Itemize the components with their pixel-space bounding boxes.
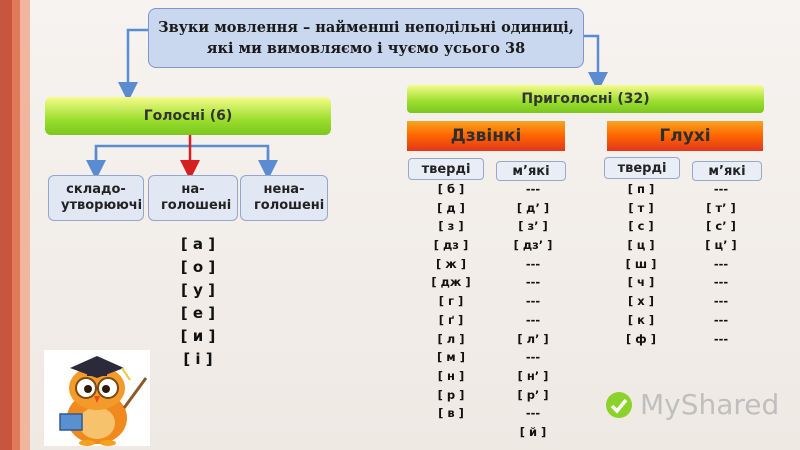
consonant-sound: --- xyxy=(525,256,541,271)
consonant-sound: [ м ] xyxy=(437,350,465,365)
consonant-sound: [ п ] xyxy=(627,182,655,196)
consonant-sound: --- xyxy=(713,312,729,327)
consonant-sound: [ г ] xyxy=(438,294,464,309)
consonant-sound: [ с’ ] xyxy=(706,219,736,234)
consonant-sound: --- xyxy=(525,294,541,309)
slide-background xyxy=(30,0,800,450)
vowel-type-label: складо-утворюючі xyxy=(61,182,143,213)
consonant-sound: [ ц ] xyxy=(627,238,655,253)
voiced-soft-header: м’які xyxy=(496,161,566,181)
vowels-header: Голосні (6) xyxy=(45,97,331,135)
vowel-type-stressed: на-голошені xyxy=(148,175,238,221)
vowel-sound: [ і ] xyxy=(183,350,213,368)
consonant-sound: [ н ] xyxy=(437,368,465,383)
consonant-sound: [ н’ ] xyxy=(517,368,549,383)
consonant-sound: [ л’ ] xyxy=(517,331,549,346)
voiced-hard-list: [ б ] [ д ] [ з ] [ дз ] [ ж ] [ дж ] [ … xyxy=(420,180,482,423)
vowel-sound: [ у ] xyxy=(181,281,215,299)
consonant-sound: --- xyxy=(713,256,729,271)
stripe-dark xyxy=(0,0,12,450)
voiceless-header: Глухі xyxy=(607,121,763,151)
consonant-sound: [ т ] xyxy=(628,200,654,215)
stripe-light xyxy=(20,0,30,450)
consonant-sound: --- xyxy=(525,182,541,196)
consonant-sound: [ й ] xyxy=(519,424,547,439)
diagram-title: Звуки мовлення – найменші неподільні оди… xyxy=(148,8,584,68)
consonant-sound: --- xyxy=(525,406,541,421)
consonant-sound: [ к ] xyxy=(627,312,655,327)
consonant-sound: [ в ] xyxy=(438,406,464,421)
vowel-type-syllabic: складо-утворюючі xyxy=(48,175,144,221)
consonant-sound: [ т’ ] xyxy=(706,200,736,215)
consonant-sound: [ р ] xyxy=(437,387,465,402)
vowel-sound: [ о ] xyxy=(180,258,216,276)
consonant-sound: [ д ] xyxy=(437,200,465,215)
consonant-sound: --- xyxy=(525,350,541,365)
vowel-sound: [ а ] xyxy=(180,235,216,253)
consonant-sound: [ ф ] xyxy=(626,331,656,346)
voiceless-soft-list: --- [ т’ ] [ с’ ] [ ц’ ] --- --- --- ---… xyxy=(688,180,754,348)
consonant-sound: [ х ] xyxy=(628,294,654,309)
arrow-to-consonants xyxy=(584,34,608,92)
voiced-soft-list: --- [ д’ ] [ з’ ] [ дз’ ] --- --- --- --… xyxy=(500,180,566,442)
consonant-sound: [ р’ ] xyxy=(517,387,549,402)
myshared-mark-icon xyxy=(606,391,632,418)
consonant-sound: [ дж ] xyxy=(431,275,471,290)
consonant-sound: --- xyxy=(713,275,729,290)
consonant-sound: [ з’ ] xyxy=(518,219,548,234)
vowel-sounds-list: [ а ] [ о ] [ у ] [ е ] [ и ] [ і ] xyxy=(168,233,228,371)
voiceless-soft-header: м’які xyxy=(692,161,762,181)
vowel-sound: [ е ] xyxy=(180,304,216,322)
consonant-sound: [ д’ ] xyxy=(516,200,550,215)
voiced-hard-header: тверді xyxy=(408,158,484,180)
consonant-sound: [ б ] xyxy=(437,182,465,196)
arrow-branch xyxy=(94,144,270,168)
consonant-sound: [ ч ] xyxy=(627,275,655,290)
consonant-sound: --- xyxy=(713,294,729,309)
consonant-sound: [ ш ] xyxy=(625,256,657,271)
consonant-sound: [ з ] xyxy=(438,219,464,234)
arrow-to-vowels xyxy=(118,28,148,102)
voiceless-hard-header: тверді xyxy=(604,157,680,179)
consonant-sound: --- xyxy=(713,182,729,196)
consonant-sound: [ ж ] xyxy=(436,256,466,271)
vowel-type-label: на-голошені xyxy=(161,182,232,213)
consonant-sound: --- xyxy=(713,331,729,346)
myshared-logo: MyShared xyxy=(604,388,779,421)
consonant-sound: [ с ] xyxy=(628,219,654,234)
consonant-sound: [ ґ ] xyxy=(438,312,464,327)
consonant-sound: [ дз ] xyxy=(433,238,469,253)
consonants-header: Приголосні (32) xyxy=(407,85,764,113)
consonant-sound: [ дз’ ] xyxy=(513,238,553,253)
vowel-sound: [ и ] xyxy=(180,327,216,345)
owl-professor-illustration xyxy=(44,350,150,446)
vowel-type-label: нена-голошені xyxy=(254,182,325,213)
consonant-sound: --- xyxy=(525,312,541,327)
myshared-logo-text: MyShared xyxy=(640,388,780,421)
voiced-header: Дзвінкі xyxy=(407,121,565,151)
voiceless-hard-list: [ п ] [ т ] [ с ] [ ц ] [ ш ] [ ч ] [ х … xyxy=(610,180,672,348)
consonant-sound: --- xyxy=(525,275,541,290)
stripe-mid xyxy=(12,0,20,450)
consonant-sound: [ л ] xyxy=(437,331,465,346)
consonant-sound: [ ц’ ] xyxy=(705,238,737,253)
vowel-type-unstressed: нена-голошені xyxy=(240,175,328,221)
